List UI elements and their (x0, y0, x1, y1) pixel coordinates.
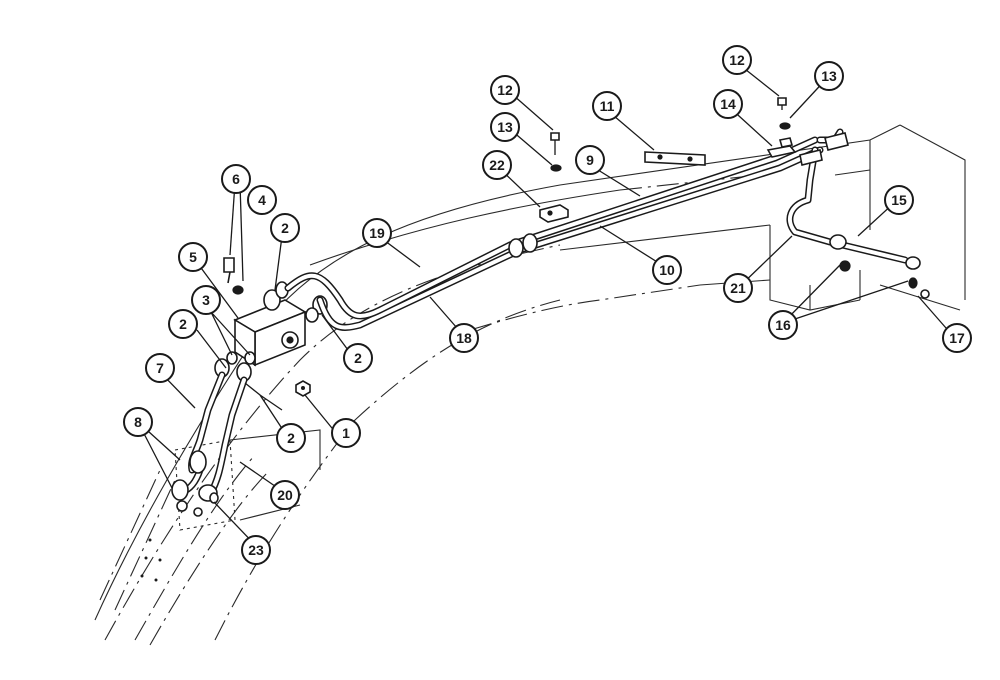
svg-text:2: 2 (287, 430, 295, 446)
svg-text:21: 21 (730, 280, 746, 296)
callout-4: 4 (247, 185, 277, 215)
leader-lines (137, 57, 954, 549)
svg-text:2: 2 (281, 220, 289, 236)
callout-2d: 2 (276, 423, 306, 453)
svg-text:3: 3 (202, 292, 210, 308)
vehicle-frame-outline (94, 124, 966, 646)
callout-10: 10 (652, 255, 682, 285)
svg-text:5: 5 (189, 249, 197, 265)
callout-14: 14 (713, 89, 743, 119)
callout-12a: 12 (490, 75, 520, 105)
svg-text:13: 13 (821, 68, 837, 84)
callout-9: 9 (575, 145, 605, 175)
svg-text:6: 6 (232, 171, 240, 187)
valve-fittings (214, 257, 328, 397)
svg-text:23: 23 (248, 542, 264, 558)
callout-17: 17 (942, 323, 972, 353)
callout-12b: 12 (722, 45, 752, 75)
callout-2c: 2 (168, 309, 198, 339)
callout-16: 16 (768, 310, 798, 340)
svg-text:1: 1 (342, 425, 350, 441)
callout-18: 18 (449, 323, 479, 353)
callout-2b: 2 (270, 213, 300, 243)
svg-text:20: 20 (277, 487, 293, 503)
bolts-and-washers (550, 97, 791, 172)
svg-text:18: 18 (456, 330, 472, 346)
callout-6: 6 (221, 164, 251, 194)
svg-text:8: 8 (134, 414, 142, 430)
svg-text:14: 14 (720, 96, 736, 112)
svg-text:15: 15 (891, 192, 907, 208)
callout-13b: 13 (814, 61, 844, 91)
callout-11: 11 (592, 91, 622, 121)
callout-13a: 13 (490, 112, 520, 142)
callout-22: 22 (482, 150, 512, 180)
svg-text:9: 9 (586, 152, 594, 168)
svg-text:16: 16 (775, 317, 791, 333)
callout-20: 20 (270, 480, 300, 510)
svg-text:10: 10 (659, 262, 675, 278)
callout-21: 21 (723, 273, 753, 303)
svg-text:11: 11 (600, 98, 615, 114)
svg-text:4: 4 (258, 192, 266, 208)
lower-left-fittings (171, 450, 219, 517)
right-end-fittings (799, 132, 930, 299)
callout-23: 23 (241, 535, 271, 565)
callout-2a: 2 (343, 343, 373, 373)
svg-text:13: 13 (497, 119, 513, 135)
callout-19: 19 (362, 218, 392, 248)
callout-8: 8 (123, 407, 153, 437)
svg-text:2: 2 (179, 316, 187, 332)
clamps-and-brackets (539, 137, 797, 223)
svg-text:2: 2 (354, 350, 362, 366)
svg-text:12: 12 (497, 82, 513, 98)
callout-5: 5 (178, 242, 208, 272)
svg-text:22: 22 (489, 157, 505, 173)
svg-text:7: 7 (156, 360, 164, 376)
svg-text:19: 19 (369, 225, 385, 241)
callout-1: 1 (331, 418, 361, 448)
callout-15: 15 (884, 185, 914, 215)
callout-7: 7 (145, 353, 175, 383)
svg-text:12: 12 (729, 52, 745, 68)
svg-text:17: 17 (949, 330, 965, 346)
callout-3: 3 (191, 285, 221, 315)
